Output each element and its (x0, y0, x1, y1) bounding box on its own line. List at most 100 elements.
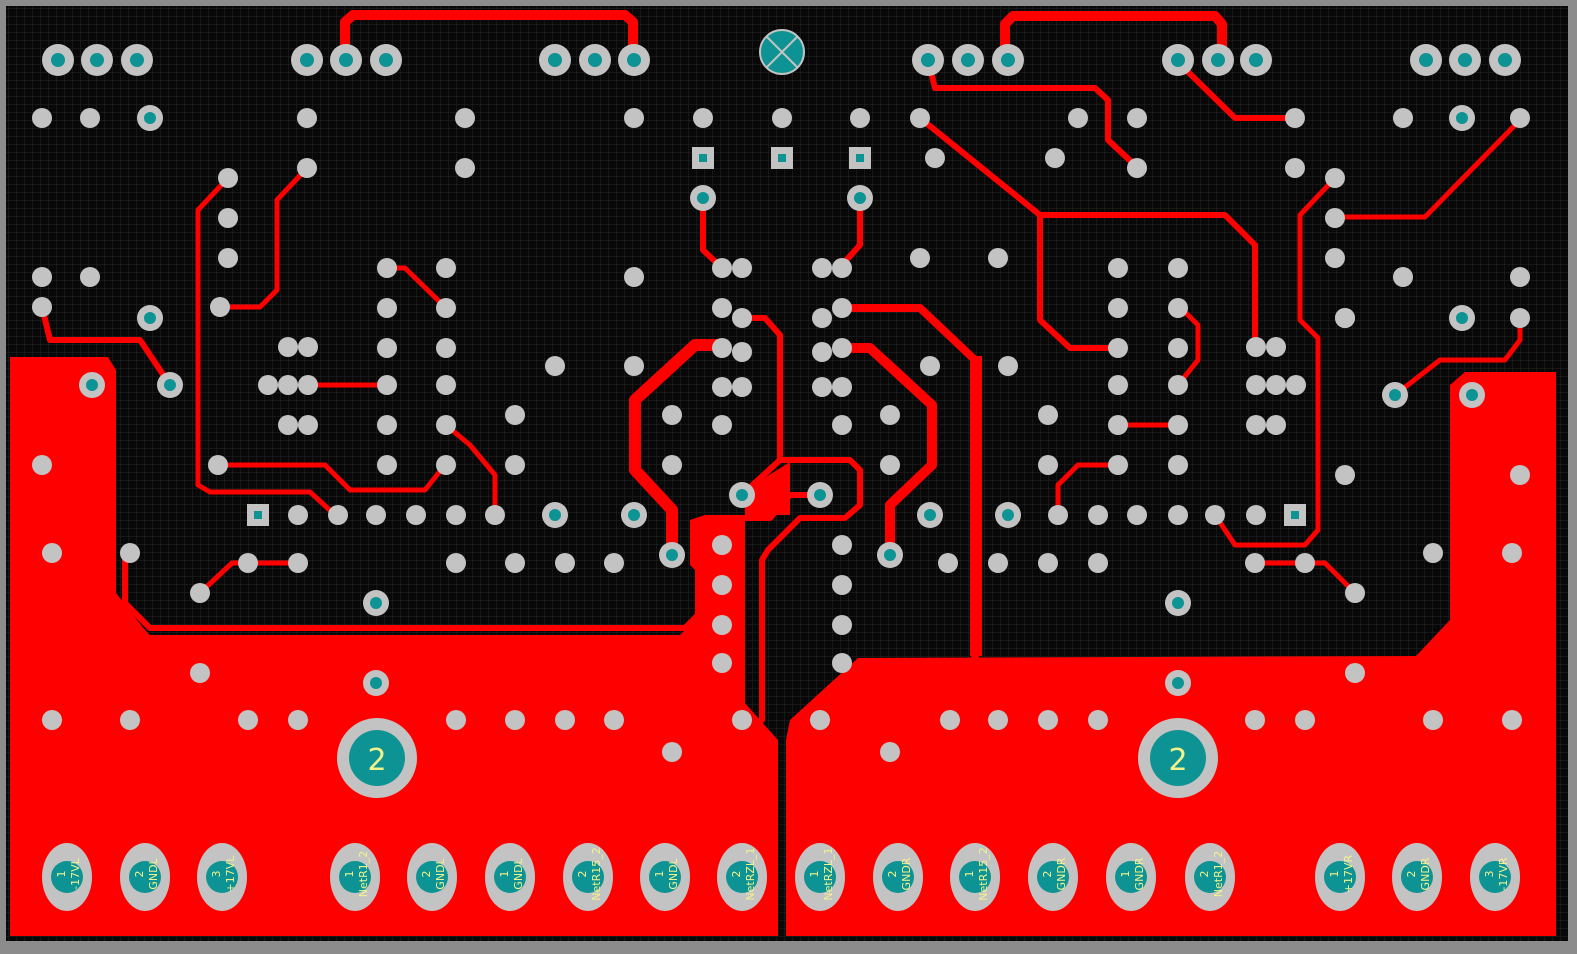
via-pad (436, 258, 456, 278)
via-pad (120, 710, 140, 730)
via-pad (1345, 663, 1365, 683)
connector-pad (563, 843, 613, 911)
connector-pin-number: 1 (55, 871, 68, 878)
connector-pad (485, 843, 535, 911)
via-pad (1449, 305, 1475, 331)
via-pad (732, 308, 752, 328)
via-pad (542, 502, 568, 528)
via-pad (545, 356, 565, 376)
via-pad (1510, 465, 1530, 485)
connector-net-label: NetRZL_1 (744, 847, 757, 900)
via-pad (712, 615, 732, 635)
via-pad (1266, 337, 1286, 357)
connector-net-label: +17VL (224, 855, 237, 893)
via-pad (1266, 375, 1286, 395)
via-pad (850, 108, 870, 128)
connector-pad (42, 843, 92, 911)
via-pad (218, 248, 238, 268)
via-pad (604, 553, 624, 573)
via-pad (505, 710, 525, 730)
via-pad (81, 44, 113, 76)
via-pad (120, 543, 140, 563)
connector-net-label: -17VR (1497, 857, 1510, 890)
via-pad (1168, 258, 1188, 278)
square-pad (692, 147, 714, 169)
via-pad (621, 502, 647, 528)
via-pad (1045, 148, 1065, 168)
via-pad (555, 553, 575, 573)
pad-layer (32, 29, 1530, 911)
via-pad (1168, 375, 1188, 395)
via-pad (1295, 710, 1315, 730)
via-pad (917, 502, 943, 528)
copper-trace (215, 462, 448, 493)
via-pad (995, 502, 1021, 528)
via-pad (732, 710, 752, 730)
via-pad (363, 670, 389, 696)
via-pad (1168, 298, 1188, 318)
via-pad (662, 405, 682, 425)
copper-trace (197, 560, 301, 596)
via-pad (1489, 44, 1521, 76)
via-pad (1245, 710, 1265, 730)
via-pad (436, 455, 456, 475)
via-pad (505, 405, 525, 425)
via-pad (278, 337, 298, 357)
mounting-hole-label: 2 (1168, 743, 1187, 778)
connector-pin-number: 3 (210, 871, 223, 878)
via-pad (624, 108, 644, 128)
via-pad (1068, 108, 1088, 128)
via-pad (1162, 44, 1194, 76)
via-pad (925, 148, 945, 168)
via-pad (258, 375, 278, 395)
connector-pad (640, 843, 690, 911)
via-pad (812, 342, 832, 362)
via-pad (377, 298, 397, 318)
via-pad (377, 455, 397, 475)
via-pad (712, 575, 732, 595)
connector-net-label: GNDL (434, 857, 447, 889)
via-pad (121, 44, 153, 76)
via-pad (1335, 465, 1355, 485)
via-pad (208, 455, 228, 475)
connector-pad (717, 843, 767, 911)
via-pad (291, 44, 323, 76)
via-pad (712, 653, 732, 673)
via-pad (1510, 308, 1530, 328)
via-pad (832, 535, 852, 555)
copper-trace (925, 57, 1140, 170)
via-pad (1382, 382, 1408, 408)
via-pad (436, 298, 456, 318)
via-pad (288, 710, 308, 730)
via-pad (190, 583, 210, 603)
connector-pin-number: 3 (1483, 871, 1496, 878)
connector-pin-number: 2 (1041, 871, 1054, 878)
via-pad (436, 338, 456, 358)
via-pad (1048, 505, 1068, 525)
via-pad (455, 108, 475, 128)
via-pad (832, 615, 852, 635)
via-pad (659, 542, 685, 568)
via-pad (297, 158, 317, 178)
connector-net-label: GNDL (512, 857, 525, 889)
via-pad (32, 267, 52, 287)
via-pad (662, 455, 682, 475)
via-pad (988, 248, 1008, 268)
via-pad (1127, 505, 1147, 525)
via-pad (288, 553, 308, 573)
via-pad (880, 742, 900, 762)
via-pad (1502, 543, 1522, 563)
copper-trace (1332, 117, 1523, 220)
connector-net-label: NetR15_2 (590, 847, 603, 900)
via-pad (446, 710, 466, 730)
via-pad (32, 297, 52, 317)
via-pad (832, 415, 852, 435)
via-pad (80, 108, 100, 128)
connector-net-label: NetR1_2 (1212, 851, 1225, 897)
via-pad (732, 377, 752, 397)
via-pad (1168, 338, 1188, 358)
via-pad (1285, 158, 1305, 178)
copper-trace (340, 10, 638, 65)
connector-net-label: GNDR (1419, 857, 1432, 890)
